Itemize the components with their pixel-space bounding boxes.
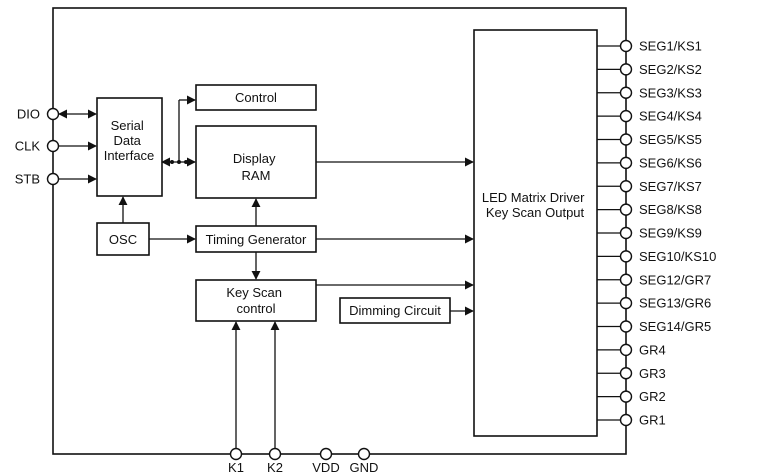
pin-label-seg1-ks1: SEG1/KS1 [639,39,702,54]
left-pins: DIO CLK STB [15,107,60,187]
pin-gr3 [619,367,633,380]
pin-label-gr2: GR2 [639,389,666,404]
pin-seg10-ks10 [619,250,633,263]
pin-seg8-ks8 [619,203,633,216]
pin-label-seg12-gr7: SEG12/GR7 [639,272,711,287]
pin-seg12-gr7 [619,273,633,286]
connections [58,95,474,449]
pin-gr1 [619,413,633,427]
pin-label-seg7-ks7: SEG7/KS7 [639,179,702,194]
key-scan-control-label: Key Scan control [226,285,285,316]
pin-seg5-ks5 [619,133,633,146]
pin-label-seg8-ks8: SEG8/KS8 [639,202,702,217]
pin-label-gnd: GND [350,460,379,475]
bottom-pins: K1 K2 VDD GND [228,447,379,475]
pin-gnd [357,447,371,461]
dimming-circuit-label: Dimming Circuit [349,303,441,318]
dimming-circuit-block [339,297,451,324]
pin-label-seg10-ks10: SEG10/KS10 [639,249,716,264]
key-scan-control-block [195,279,317,322]
pin-dio [46,107,60,121]
pin-k1 [229,447,243,461]
display-ram-block [195,125,317,199]
pin-label-seg3-ks3: SEG3/KS3 [639,85,702,100]
pin-seg14-gr5 [619,320,633,333]
display-ram-label: Display RAM [233,151,279,183]
pin-seg6-ks6 [619,156,633,170]
pin-seg7-ks7 [619,180,633,193]
pin-stb [46,172,60,186]
pin-label-stb: STB [15,172,40,187]
pin-k2 [268,447,282,461]
pin-label-seg5-ks5: SEG5/KS5 [639,132,702,147]
pin-label-gr3: GR3 [639,366,666,381]
led-matrix-driver-label: LED Matrix Driver Key Scan Output [482,190,588,220]
serial-interface-label: Serial Data Interface [104,118,155,163]
led-matrix-driver-block [473,29,598,437]
osc-label: OSC [109,232,137,247]
control-label: Control [235,90,277,105]
pin-seg3-ks3 [619,86,633,99]
serial-interface-block [96,97,163,197]
pin-label-seg6-ks6: SEG6/KS6 [639,155,702,170]
pin-label-seg14-gr5: SEG14/GR5 [639,319,711,334]
pin-label-gr1: GR1 [639,413,666,428]
pin-label-gr4: GR4 [639,342,666,357]
pin-label-seg13-gr6: SEG13/GR6 [639,296,711,311]
control-block [195,84,317,111]
pin-clk [46,139,60,153]
pin-gr2 [619,390,633,403]
pin-label-k1: K1 [228,460,244,475]
timing-generator-label: Timing Generator [206,232,307,247]
pin-gr4 [619,343,633,357]
pin-label-seg9-ks9: SEG9/KS9 [639,226,702,241]
pin-seg9-ks9 [619,226,633,240]
pin-label-seg2-ks2: SEG2/KS2 [639,62,702,77]
right-pins: SEG1/KS1SEG2/KS2SEG3/KS3SEG4/KS4SEG5/KS5… [597,39,716,428]
pin-seg2-ks2 [619,63,633,76]
pin-label-seg4-ks4: SEG4/KS4 [639,109,702,124]
pin-label-dio: DIO [17,107,40,122]
pin-label-vdd: VDD [312,460,339,475]
pin-label-clk: CLK [15,139,41,154]
pin-label-k2: K2 [267,460,283,475]
pin-seg1-ks1 [619,39,633,53]
pin-seg13-gr6 [619,296,633,310]
pin-vdd [319,447,333,461]
pin-seg4-ks4 [619,109,633,123]
